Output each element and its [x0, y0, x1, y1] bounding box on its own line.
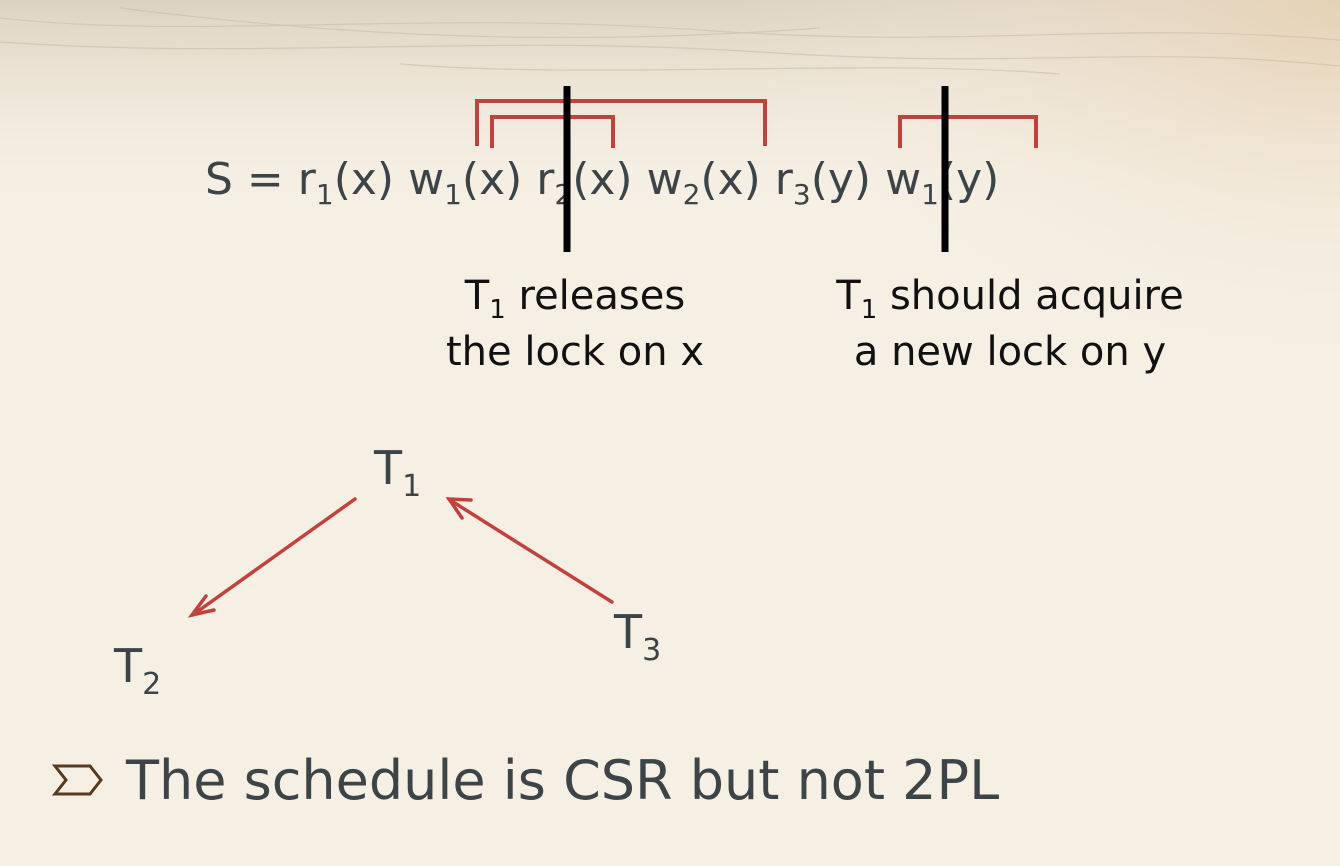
node-sub: 3 — [642, 633, 662, 668]
chevron-bullet-icon — [52, 764, 103, 796]
note-lock-acquire: T1 should acquire a new lock on y — [800, 268, 1220, 380]
graph-node-t2: T2 — [114, 638, 161, 700]
note-tx-sub: 1 — [489, 295, 506, 325]
graph-node-t1: T1 — [374, 440, 421, 502]
op-name: w — [408, 154, 445, 205]
op-item: (x) — [700, 154, 761, 205]
op-item: (y) — [938, 154, 1000, 205]
schedule-prefix: S = — [205, 154, 298, 205]
node-label: T — [114, 639, 143, 693]
op-item: (x) — [461, 154, 523, 205]
op-item: (x) — [333, 154, 395, 205]
note-lock-release: T1 releases the lock on x — [420, 268, 730, 380]
note-tx: T — [464, 273, 490, 319]
schedule-op: r1(x) — [297, 154, 395, 209]
note-tx-sub: 1 — [860, 295, 878, 325]
note-line: the lock on x — [445, 329, 705, 375]
note-text: should acquire — [877, 273, 1184, 319]
op-item: (x) — [572, 154, 633, 205]
node-sub: 1 — [402, 469, 422, 504]
node-sub: 2 — [142, 667, 162, 702]
graph-node-t3: T3 — [614, 604, 661, 666]
op-transaction: 2 — [682, 178, 701, 211]
op-name: r — [297, 154, 316, 205]
op-name: r — [774, 154, 793, 205]
note-tx: T — [836, 273, 861, 319]
op-name: r — [536, 154, 555, 205]
schedule-op: r2(x) — [536, 154, 633, 209]
node-label: T — [614, 605, 643, 659]
node-label: T — [374, 441, 403, 495]
op-name: w — [646, 154, 683, 205]
schedule-op: r3(y) — [774, 154, 872, 209]
schedule-op: w2(x) — [646, 154, 761, 209]
note-line: T1 releases — [420, 268, 730, 324]
note-text: releases — [505, 273, 686, 319]
note-line: T1 should acquire — [800, 268, 1220, 324]
op-name: w — [885, 154, 922, 205]
schedule-op: w1(y) — [885, 154, 1000, 209]
op-transaction: 1 — [444, 178, 462, 211]
op-transaction: 2 — [554, 178, 573, 211]
schedule-op: w1(x) — [408, 154, 523, 209]
op-transaction: 3 — [792, 178, 811, 211]
op-item: (y) — [810, 154, 872, 205]
op-transaction: 1 — [315, 178, 334, 211]
note-line: a new lock on y — [853, 329, 1167, 375]
schedule-expression: S = r1(x) w1(x) r2(x) w2(x) r3(y) w1(y) — [205, 150, 999, 210]
conclusion-bullet: The schedule is CSR but not 2PL — [52, 748, 999, 812]
op-transaction: 1 — [921, 178, 939, 211]
conclusion-text: The schedule is CSR but not 2PL — [126, 748, 1000, 812]
